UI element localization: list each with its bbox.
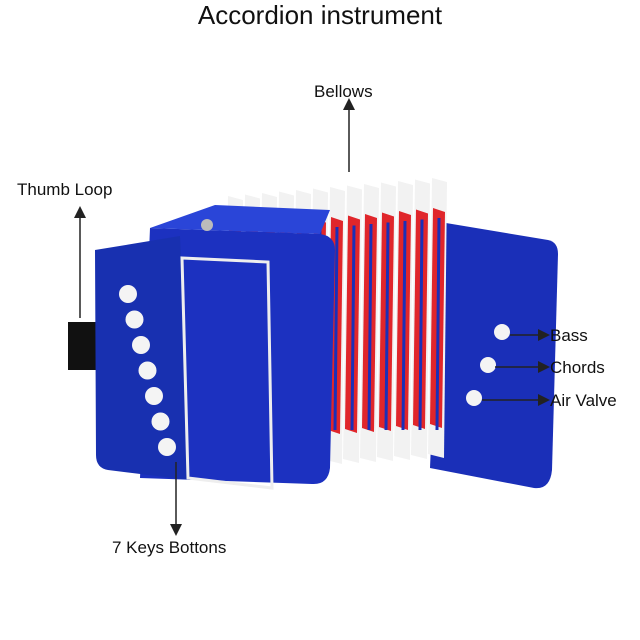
- label-air-valve: Air Valve: [550, 391, 617, 410]
- bellows-stripe: [384, 222, 390, 431]
- treble-key-button: [145, 387, 163, 405]
- bass-side-body: [430, 222, 558, 489]
- keyboard-panel: [95, 236, 190, 480]
- label-keys: 7 Keys Bottons: [112, 538, 227, 557]
- label-thumb-loop: Thumb Loop: [17, 180, 113, 199]
- diagram-title: Accordion instrument: [197, 0, 443, 30]
- bellows-stripe: [435, 217, 441, 431]
- label-bellows: Bellows: [314, 82, 373, 101]
- label-bass: Bass: [550, 326, 588, 345]
- bellows-stripe: [367, 223, 373, 431]
- bellows-stripe: [350, 225, 356, 431]
- treble-side-body: [140, 228, 335, 485]
- bass-button: [494, 324, 510, 340]
- grille-frame: [180, 256, 274, 490]
- top-screw: [201, 219, 213, 231]
- treble-key-button: [138, 361, 157, 380]
- treble-key-button: [132, 336, 150, 354]
- bass-button: [466, 390, 482, 406]
- bass-button: [480, 357, 496, 373]
- bellows-stripe: [333, 226, 339, 431]
- treble-key-button: [151, 412, 170, 431]
- label-chords: Chords: [550, 358, 605, 377]
- treble-key-button: [158, 438, 176, 456]
- treble-key-button: [125, 310, 144, 329]
- treble-key-button: [119, 285, 137, 303]
- bellows-stripe: [401, 220, 407, 431]
- treble-top: [150, 205, 330, 234]
- bellows-stripe: [418, 219, 424, 431]
